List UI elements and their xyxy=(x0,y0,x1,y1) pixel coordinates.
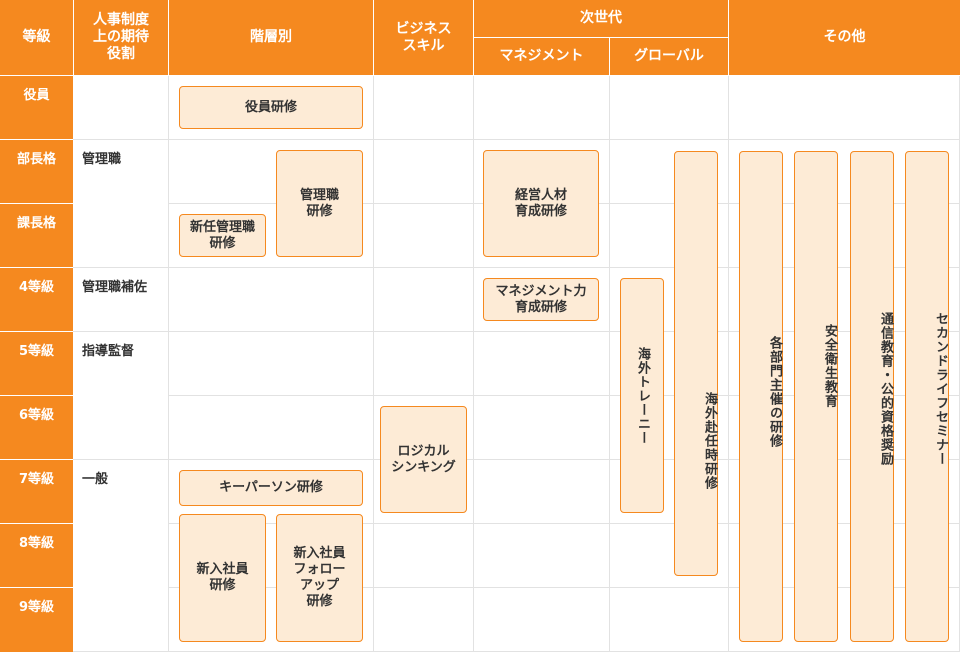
program-new-employee: 新入社員 研修 xyxy=(179,514,266,642)
program-executive: 役員研修 xyxy=(179,86,363,129)
program-dept-training-label: 各部門主催の研修 xyxy=(767,336,782,448)
header-grade: 等級 xyxy=(0,0,73,75)
grade-cell: 役員 xyxy=(0,76,73,139)
grade-cell: 5等級 xyxy=(0,332,73,395)
grid-line xyxy=(168,395,960,396)
program-overseas-assignment: 海外赴任時研修 xyxy=(674,151,718,576)
grade-cell: 6等級 xyxy=(0,396,73,459)
program-correspondence: 通信教育・公的資格奨励 xyxy=(850,151,894,642)
grade-cell: 7等級 xyxy=(0,460,73,523)
program-overseas-assignment-label: 海外赴任時研修 xyxy=(702,392,717,490)
program-manager: 管理職 研修 xyxy=(276,150,363,257)
grid-line xyxy=(473,76,474,652)
header-next-gen: 次世代 xyxy=(474,0,728,37)
grid-line xyxy=(373,76,374,652)
header-global: グローバル xyxy=(610,38,728,75)
role-label: 管理職補佐 xyxy=(82,280,148,295)
program-keyperson: キーパーソン研修 xyxy=(179,470,363,506)
role-label: 一般 xyxy=(82,472,109,487)
program-second-life-label: セカンドライフセミナー xyxy=(933,312,948,466)
header-management: マネジメント xyxy=(474,38,609,75)
program-logical-thinking: ロジカル シンキング xyxy=(380,406,467,513)
grid-line xyxy=(168,587,960,588)
grid-line xyxy=(73,459,960,460)
grid-line xyxy=(728,76,729,652)
program-new-manager: 新任管理職 研修 xyxy=(179,214,266,257)
grade-cell: 4等級 xyxy=(0,268,73,331)
grade-cell: 8等級 xyxy=(0,524,73,587)
grade-cell: 9等級 xyxy=(0,588,73,652)
program-new-employee-follow: 新入社員 フォロー アップ 研修 xyxy=(276,514,363,642)
program-mgmt-talent: 経営人材 育成研修 xyxy=(483,150,599,257)
program-safety-label: 安全衛生教育 xyxy=(822,324,837,408)
grid-line xyxy=(73,331,960,332)
program-mgmt-skill: マネジメント力 育成研修 xyxy=(483,278,599,321)
program-second-life: セカンドライフセミナー xyxy=(905,151,949,642)
grid-line xyxy=(73,267,960,268)
grid-line xyxy=(73,139,960,140)
program-safety: 安全衛生教育 xyxy=(794,151,838,642)
grid-line xyxy=(609,76,610,652)
program-correspondence-label: 通信教育・公的資格奨励 xyxy=(878,312,893,466)
header-hierarchy: 階層別 xyxy=(169,0,373,75)
grid-line xyxy=(168,76,169,652)
grade-cell: 部長格 xyxy=(0,140,73,203)
header-separator xyxy=(73,0,74,75)
role-label: 指導監督 xyxy=(82,344,135,359)
header-separator xyxy=(0,75,960,76)
header-business-skill: ビジネス スキル xyxy=(374,0,473,75)
header-role: 人事制度 上の期待 役割 xyxy=(74,0,168,75)
program-dept-training: 各部門主催の研修 xyxy=(739,151,783,642)
program-overseas-trainee: 海外トレーニー xyxy=(620,278,664,513)
grade-cell: 課長格 xyxy=(0,204,73,267)
header-other: その他 xyxy=(729,0,960,75)
grid-line xyxy=(168,523,960,524)
role-label: 管理職 xyxy=(82,152,122,167)
